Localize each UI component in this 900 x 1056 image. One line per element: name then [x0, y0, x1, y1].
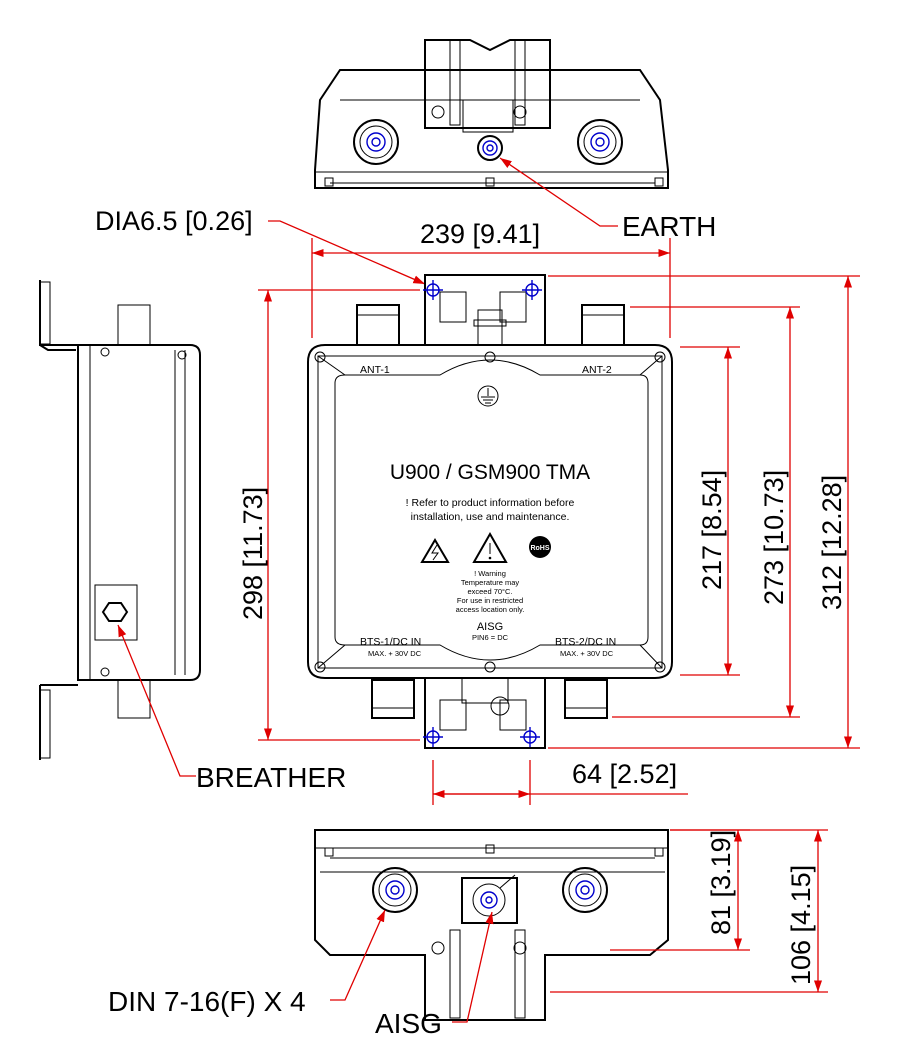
height-217-label: 217 [8.54]: [697, 470, 727, 590]
height-298-label: 298 [11.73]: [238, 487, 268, 620]
mounting-hole-markers: [423, 280, 542, 747]
earth-callout: EARTH: [499, 157, 716, 242]
height-298-dimension: 298 [11.73]: [238, 289, 420, 741]
electrical-hazard-icon: [420, 538, 450, 563]
hole-spacing-label: 64 [2.52]: [572, 759, 677, 789]
front-view: ANT-1 ANT-2 U900 / GSM900 TMA ! Refer to…: [307, 274, 673, 749]
earth-label: EARTH: [622, 211, 716, 242]
warning-line-2: Temperature may: [461, 578, 520, 587]
aisg-callout: AISG: [375, 911, 494, 1039]
warning-line-3: exceed 70°C.: [467, 587, 512, 596]
depth-81-dimension: 81 [3.19]: [610, 829, 750, 951]
notice-line-2: installation, use and maintenance.: [411, 511, 570, 523]
din-connector-top-left: [353, 119, 399, 165]
height-273-dimension: 273 [10.73]: [612, 306, 800, 718]
warning-line-4: For use in restricted: [457, 596, 523, 605]
din-label: DIN 7-16(F) X 4: [108, 986, 306, 1017]
warning-line-5: access location only.: [456, 605, 525, 614]
hole-dia-label: DIA6.5 [0.26]: [95, 206, 253, 236]
side-view: [39, 280, 201, 760]
rohs-badge-icon: RoHS: [529, 536, 551, 558]
earth-stud: [477, 135, 503, 161]
depth-106-dimension: 106 [4.15]: [550, 829, 828, 993]
height-217-dimension: 217 [8.54]: [680, 346, 740, 676]
height-312-dimension: 312 [12.28]: [548, 275, 860, 749]
breather-label: BREATHER: [196, 762, 346, 793]
svg-text:RoHS: RoHS: [530, 545, 549, 552]
height-312-label: 312 [12.28]: [817, 475, 847, 610]
aisg-label: AISG: [375, 1008, 442, 1039]
width-dimension: 239 [9.41]: [311, 219, 671, 338]
ant2-label: ANT-2: [582, 364, 612, 376]
breather-callout: BREATHER: [117, 624, 346, 793]
top-view: [314, 39, 669, 189]
depth-81-label: 81 [3.19]: [706, 830, 736, 935]
width-dimension-label: 239 [9.41]: [420, 219, 540, 249]
notice-line-1: ! Refer to product information before: [406, 497, 575, 509]
ground-symbol-icon: [477, 385, 499, 407]
product-title: U900 / GSM900 TMA: [390, 461, 590, 484]
bts1-voltage: MAX. + 30V DC: [368, 649, 422, 658]
depth-106-label: 106 [4.15]: [786, 865, 816, 985]
ant1-label: ANT-1: [360, 364, 390, 376]
din-connector-top-right: [577, 119, 623, 165]
bts2-voltage: MAX. + 30V DC: [560, 649, 614, 658]
hole-dia-callout: DIA6.5 [0.26]: [95, 206, 426, 285]
breather-valve: [101, 602, 129, 622]
din-connector-bottom-right: [562, 867, 608, 913]
aisg-panel-label: AISG: [477, 621, 503, 633]
bts2-label: BTS-2/DC IN: [555, 636, 616, 648]
din-callout: DIN 7-16(F) X 4: [108, 909, 386, 1017]
aisg-pin-label: PIN6 = DC: [472, 633, 509, 642]
hole-spacing-dimension: 64 [2.52]: [432, 759, 688, 805]
caution-triangle-icon: [472, 531, 508, 563]
bts1-label: BTS-1/DC IN: [360, 636, 421, 648]
warning-line-1: ! Warning: [474, 569, 506, 578]
din-connector-bottom-left: [372, 867, 418, 913]
height-273-label: 273 [10.73]: [759, 470, 789, 605]
